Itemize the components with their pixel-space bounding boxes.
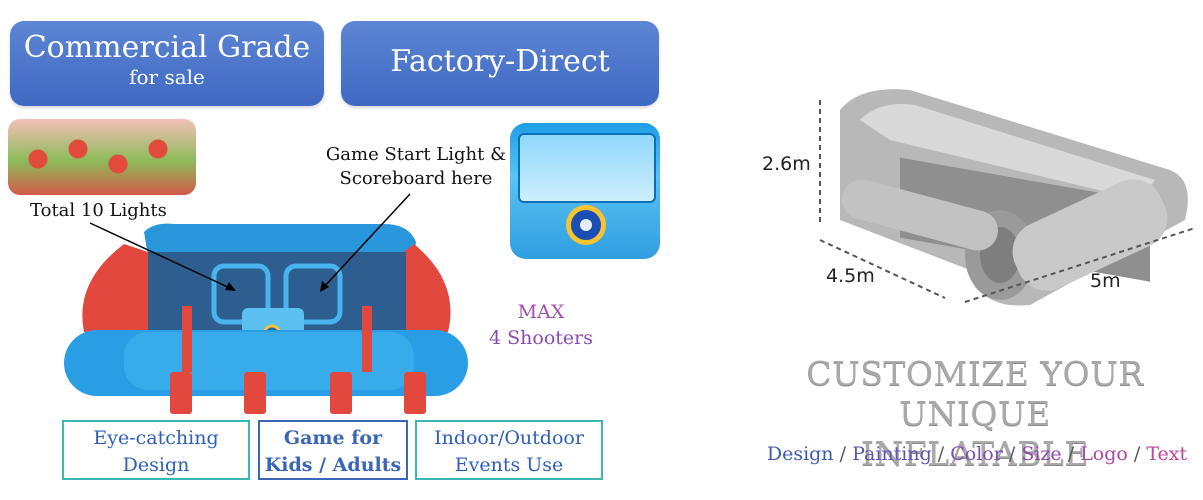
dimension-diagram-image bbox=[819, 89, 1196, 306]
feature-eye-catching: Eye-catching Design bbox=[62, 420, 250, 480]
feature-kids-adults: Game for Kids / Adults bbox=[258, 420, 408, 480]
scoreboard-photo bbox=[510, 123, 660, 259]
game-start-arrow bbox=[322, 193, 411, 289]
length-dim-line bbox=[964, 227, 1196, 303]
feature-2-line2: Kids / Adults bbox=[264, 454, 402, 476]
length-dimension: 5m bbox=[1090, 270, 1121, 292]
customize-heading: CUSTOMIZE YOUR UNIQUE INFLATABLE bbox=[740, 354, 1203, 474]
tag-logo: Logo bbox=[1080, 443, 1128, 465]
game-start-line2: Scoreboard here bbox=[339, 168, 493, 189]
total-lights-arrowhead bbox=[225, 282, 236, 291]
feature-3-line1: Indoor/Outdoor bbox=[434, 427, 584, 449]
width-dim-line bbox=[819, 239, 946, 299]
feature-1-line1: Eye-catching bbox=[93, 427, 219, 449]
max-text: MAX bbox=[517, 301, 565, 323]
tag-design: Design bbox=[766, 443, 834, 465]
tag-separator: / bbox=[1008, 443, 1016, 465]
tag-text: Text bbox=[1146, 443, 1188, 465]
feature-1-line2: Design bbox=[122, 454, 190, 476]
tag-size: Size bbox=[1021, 443, 1062, 465]
feature-2-line1: Game for bbox=[283, 427, 383, 449]
game-start-line1: Game Start Light & bbox=[325, 144, 507, 165]
total-lights-label: Total 10 Lights bbox=[30, 200, 167, 221]
game-start-arrowhead bbox=[320, 281, 329, 292]
customize-line1: CUSTOMIZE YOUR UNIQUE bbox=[806, 354, 1144, 433]
commercial-grade-title: Commercial Grade bbox=[23, 30, 311, 65]
height-dimension: 2.6m bbox=[762, 153, 811, 175]
width-dimension: 4.5m bbox=[826, 265, 875, 287]
commercial-grade-subtitle: for sale bbox=[129, 65, 205, 89]
inflatable-shooting-game-image bbox=[64, 223, 468, 414]
tag-separator: / bbox=[1133, 443, 1141, 465]
game-start-label: Game Start Light & Scoreboard here bbox=[322, 143, 510, 191]
custom-options-line: Design / Painting / Color / Size / Logo … bbox=[752, 443, 1202, 465]
factory-direct-title: Factory-Direct bbox=[390, 44, 610, 79]
max-shooters-label: MAX 4 Shooters bbox=[478, 299, 604, 351]
zipper-window bbox=[518, 133, 656, 203]
feature-indoor-outdoor: Indoor/Outdoor Events Use bbox=[415, 420, 603, 480]
total-lights-arrow bbox=[89, 222, 233, 290]
tag-painting: Painting bbox=[852, 443, 932, 465]
target-center bbox=[580, 219, 592, 231]
customize-line2: INFLATABLE bbox=[860, 434, 1090, 473]
tag-color: Color bbox=[950, 443, 1003, 465]
shooters-text: 4 Shooters bbox=[489, 327, 593, 349]
commercial-grade-banner: Commercial Grade for sale bbox=[10, 21, 324, 106]
factory-direct-banner: Factory-Direct bbox=[341, 21, 659, 106]
tag-separator: / bbox=[839, 443, 847, 465]
tag-separator: / bbox=[1067, 443, 1075, 465]
lights-panel-photo bbox=[8, 119, 196, 195]
feature-3-line2: Events Use bbox=[454, 454, 564, 476]
annotation-arrows bbox=[89, 193, 411, 292]
tag-separator: / bbox=[937, 443, 945, 465]
